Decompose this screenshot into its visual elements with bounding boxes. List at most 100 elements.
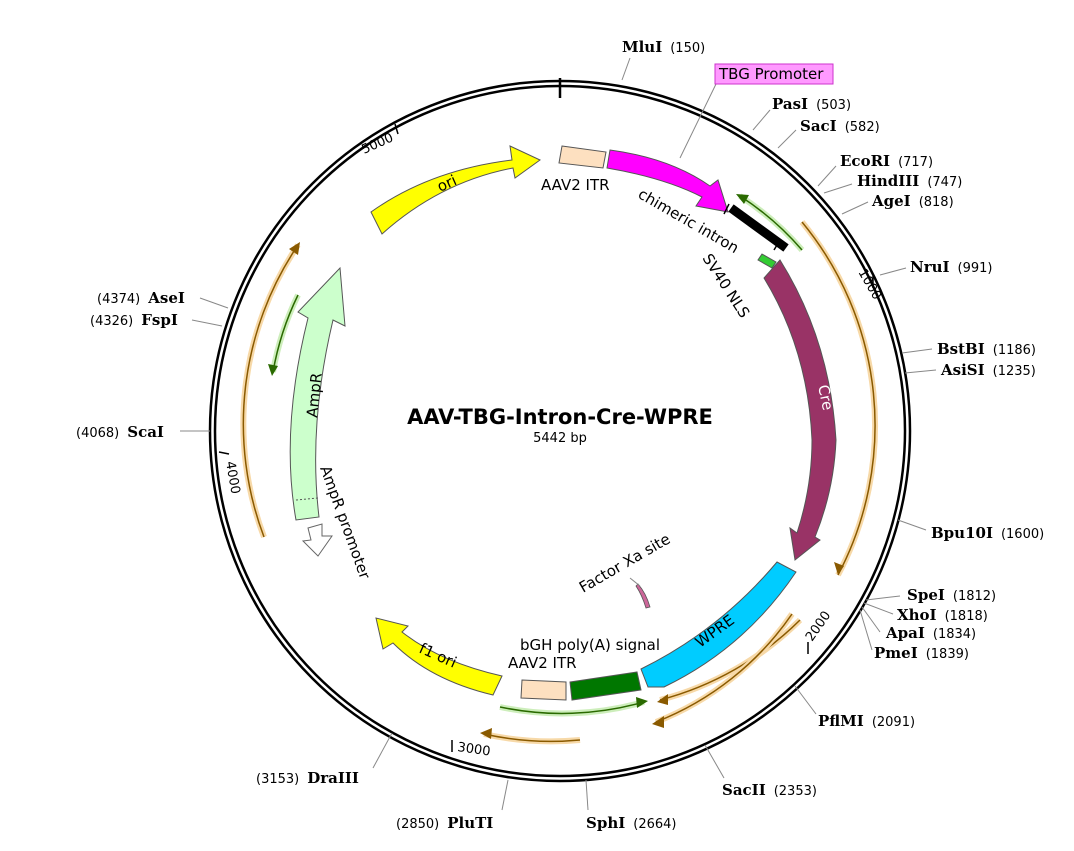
- site-bpu10i: Bpu10I(1600): [897, 519, 1044, 542]
- plasmid-title: AAV-TBG-Intron-Cre-WPRE: [407, 405, 713, 429]
- site-name-nrui: NruI: [910, 258, 950, 276]
- site-name-pflmi: PflMI: [818, 712, 864, 730]
- site-pos-mlui: (150): [670, 41, 705, 56]
- svg-text:AsiSI(1235): AsiSI (1235): [940, 361, 1036, 379]
- site-name-sphi: SphI: [586, 814, 625, 832]
- tick-label-3000: 3000: [456, 740, 491, 759]
- site-pos-hindiii: (747): [927, 175, 962, 190]
- orf-arc-bottom-green: [499, 701, 645, 715]
- site-name-ecori: EcoRI: [840, 152, 890, 170]
- orf-arcs: [240, 193, 879, 745]
- svg-text:SacI(582): SacI (582): [800, 117, 880, 135]
- site-draiii: (3153)DraIII: [256, 732, 393, 787]
- site-asisi: AsiSI (1235): [904, 361, 1036, 379]
- svg-text:NruI(991): NruI (991): [910, 258, 993, 276]
- site-name-asei: AseI: [147, 289, 185, 307]
- site-pos-pmei: (1839): [926, 647, 969, 662]
- site-sacii: SacII(2353): [704, 744, 817, 799]
- site-pluti: (2850) PluTI: [396, 779, 509, 832]
- feature-label-cre: Cre: [814, 383, 837, 412]
- site-name-apai: ApaI: [885, 624, 925, 642]
- orf-arc-left-head: [289, 242, 300, 255]
- orf-arc-right: [801, 221, 876, 576]
- site-pos-pluti: (2850): [396, 817, 439, 832]
- orf-arc-bottom-head: [480, 728, 492, 739]
- svg-text:PflMI(2091): PflMI (2091): [818, 712, 915, 730]
- site-name-sacii: SacII: [722, 781, 766, 799]
- orf-arc-left-green-glow: [270, 293, 301, 373]
- site-name-hindiii: HindIII: [857, 172, 919, 190]
- feature-aav2-itr-2: AAV2 ITR: [508, 654, 577, 701]
- site-pos-scai: (4068): [76, 426, 119, 441]
- svg-text:MluI(150): MluI (150): [622, 38, 705, 56]
- orf-arc-br1-head: [657, 694, 668, 705]
- site-scai: (4068) ScaI: [76, 423, 210, 441]
- site-pos-ecori: (717): [898, 155, 933, 170]
- site-name-scai: ScaI: [127, 423, 164, 441]
- site-ecori: EcoRI (717): [817, 152, 933, 187]
- site-xhoi: XhoI (1818): [863, 602, 988, 624]
- site-name-xhoi: XhoI: [897, 606, 937, 624]
- site-pos-asei: (4374): [97, 292, 140, 307]
- svg-text:AgeI(818): AgeI(818): [871, 192, 954, 210]
- svg-text:(3153)DraIII: (3153)DraIII: [256, 769, 359, 787]
- feature-label-ampr-promoter: AmpR promoter: [316, 463, 374, 582]
- plasmid-size: 5442 bp: [533, 431, 587, 446]
- feature-sv40-nls: SV40 NLS: [699, 250, 777, 321]
- site-bstbi: BstBI (1186): [901, 340, 1036, 358]
- site-name-pluti: PluTI: [447, 814, 493, 832]
- feature-factor-xa: Factor Xa site: [576, 530, 673, 609]
- site-nrui: NruI (991): [879, 258, 993, 276]
- site-name-bpu10i: Bpu10I: [931, 524, 993, 542]
- svg-text:HindIII(747): HindIII (747): [857, 172, 962, 190]
- site-name-asisi: AsiSI: [940, 361, 985, 379]
- svg-text:SacII(2353): SacII(2353): [722, 781, 817, 799]
- tick-1000: 1000: [855, 267, 885, 303]
- tbg-promoter-label-box: [714, 63, 834, 85]
- site-pflmi: PflMI (2091): [794, 685, 915, 730]
- site-pos-pflmi: (2091): [872, 715, 915, 730]
- site-name-fspi: FspI: [141, 311, 178, 329]
- site-pmei: PmeI(1839): [859, 609, 969, 662]
- site-pos-fspi: (4326): [90, 314, 133, 329]
- site-name-mlui: MluI: [622, 38, 662, 56]
- tick-3000: 3000: [451, 740, 491, 760]
- tick-label-4000: 4000: [222, 460, 243, 495]
- orf-arc-br1: [659, 619, 801, 701]
- svg-text:ApaI(1834): ApaI(1834): [885, 624, 976, 642]
- site-name-pasi: PasI: [772, 95, 808, 113]
- site-name-bstbi: BstBI: [937, 340, 985, 358]
- svg-text:(4068)ScaI: (4068) ScaI: [76, 423, 164, 441]
- svg-text:SphI(2664): SphI(2664): [586, 814, 676, 832]
- site-name-spei: SpeI: [907, 586, 945, 604]
- feature-bgh-polya: bGH poly(A) signal: [520, 636, 660, 701]
- site-asei: (4374) AseI: [97, 289, 229, 309]
- site-pos-spei: (1812): [953, 589, 996, 604]
- feature-ampr: AmpR: [289, 266, 346, 521]
- site-pos-xhoi: (1818): [945, 609, 988, 624]
- svg-text:XhoI(1818): XhoI (1818): [897, 606, 988, 624]
- orf-arc-top-green-head: [736, 194, 749, 204]
- feature-label-tbg-promoter: TBG Promoter: [718, 65, 824, 83]
- site-pos-asisi: (1235): [993, 364, 1036, 379]
- svg-text:EcoRI(717): EcoRI (717): [840, 152, 933, 170]
- feature-label-aav2-itr-1: AAV2 ITR: [541, 176, 610, 194]
- site-hindiii: HindIII (747): [823, 172, 962, 194]
- feature-label-factor-xa: Factor Xa site: [576, 530, 673, 597]
- site-pos-nrui: (991): [958, 261, 993, 276]
- site-name-saci: SacI: [800, 117, 837, 135]
- feature-label-bgh-polya: bGH poly(A) signal: [520, 636, 660, 654]
- svg-text:BstBI(1186): BstBI (1186): [937, 340, 1036, 358]
- site-saci: SacI (582): [777, 117, 880, 149]
- site-pos-agei: (818): [919, 195, 954, 210]
- svg-text:(2850)PluTI: (2850) PluTI: [396, 814, 493, 832]
- orf-arc-left-green-head: [268, 364, 278, 376]
- site-pos-saci: (582): [845, 120, 880, 135]
- tick-label-1000: 1000: [855, 267, 885, 303]
- site-pos-draiii: (3153): [256, 772, 299, 787]
- site-fspi: (4326) FspI: [90, 311, 223, 329]
- site-sphi: SphI(2664): [585, 779, 676, 832]
- feature-aav2-itr-1: AAV2 ITR: [541, 145, 610, 194]
- site-pos-bstbi: (1186): [993, 343, 1036, 358]
